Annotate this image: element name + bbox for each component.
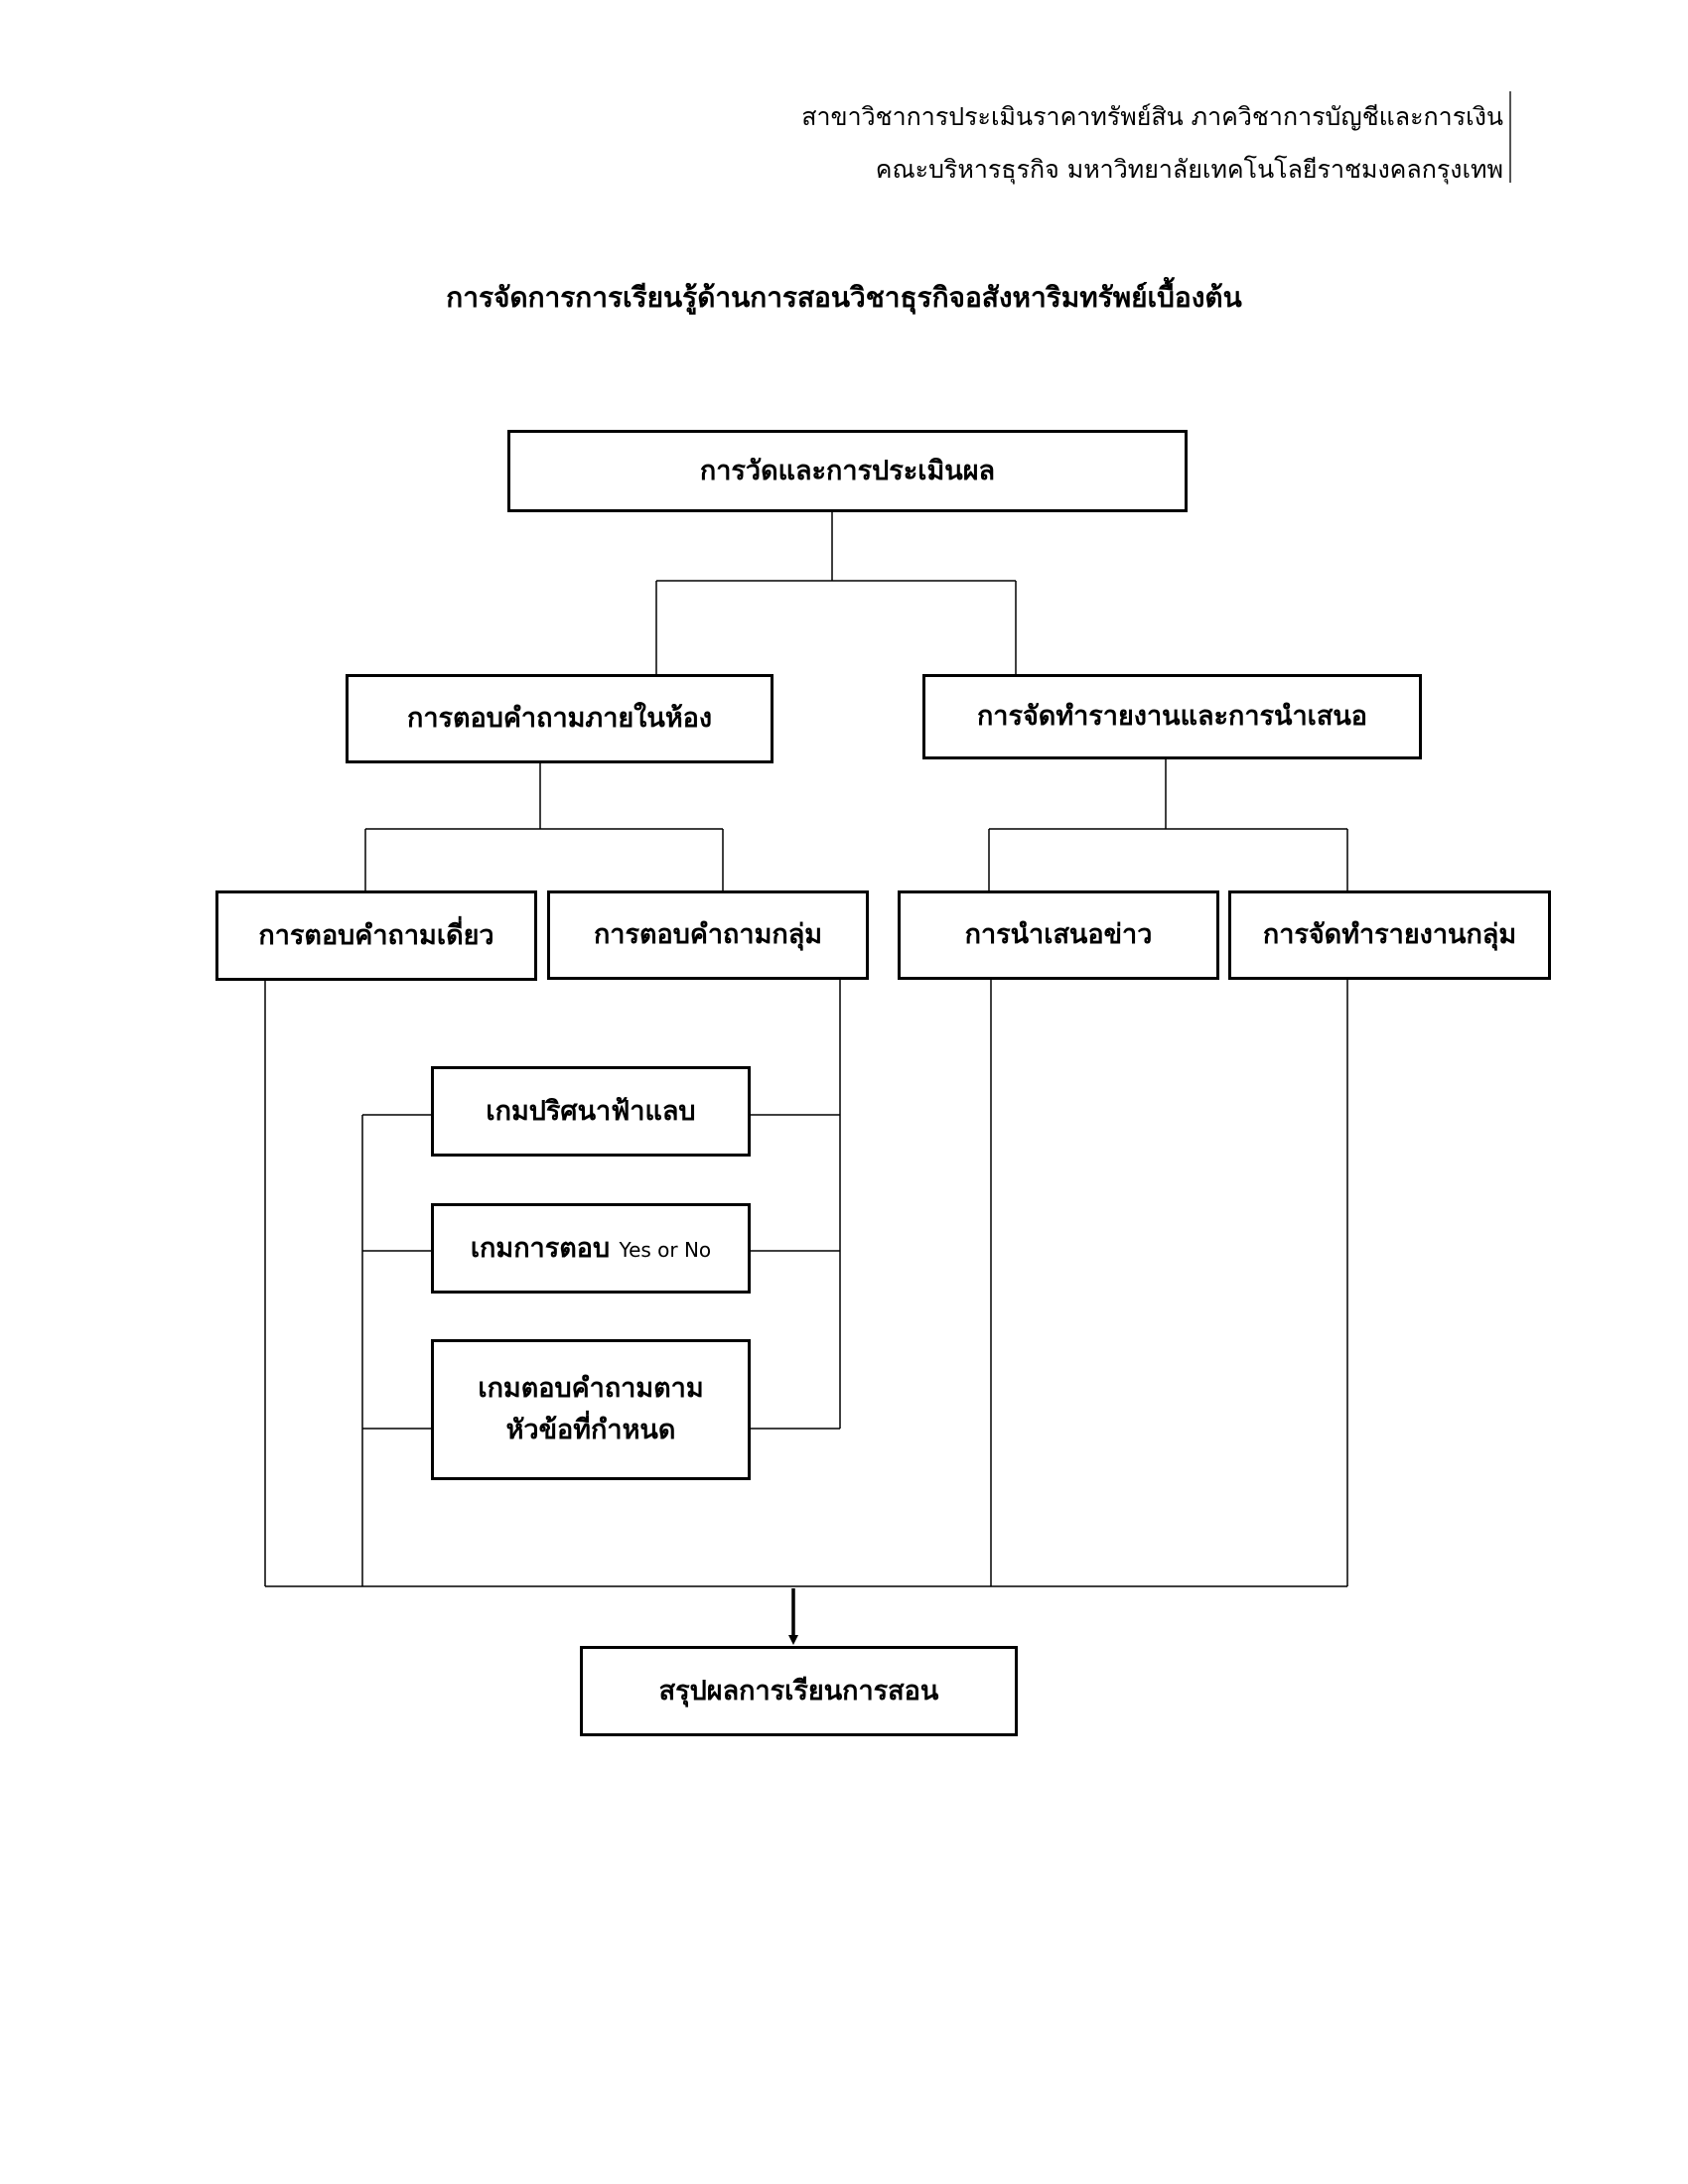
node-game-yes-or-no: เกมการตอบ Yes or No [431, 1203, 751, 1294]
node-game-topic-questions-line1: เกมตอบคำถามตาม [478, 1373, 704, 1405]
node-classroom-answers-label: การตอบคำถามภายในห้อง [406, 703, 713, 735]
node-single-answer: การตอบคำถามเดี่ยว [215, 890, 537, 981]
node-game-lightning-riddle: เกมปริศนาฟ้าแลบ [431, 1066, 751, 1157]
node-game-topic-questions: เกมตอบคำถามตาม หัวข้อที่กำหนด [431, 1339, 751, 1480]
node-measurement-evaluation: การวัดและการประเมินผล [507, 430, 1188, 512]
node-measurement-evaluation-label: การวัดและการประเมินผล [699, 455, 996, 486]
node-group-answer: การตอบคำถามกลุ่ม [547, 890, 869, 980]
node-game-yes-or-no-label: เกมการตอบ Yes or No [471, 1228, 711, 1270]
header-divider [1509, 91, 1511, 183]
node-group-report-label: การจัดทำรายงานกลุ่ม [1262, 919, 1517, 951]
header-department: สาขาวิชาการประเมินราคาทรัพย์สิน ภาควิชาก… [801, 102, 1503, 131]
node-group-answer-label: การตอบคำถามกลุ่ม [593, 919, 823, 951]
node-game-lightning-riddle-label: เกมปริศนาฟ้าแลบ [486, 1095, 696, 1127]
node-report-presentation: การจัดทำรายงานและการนำเสนอ [922, 674, 1422, 759]
node-classroom-answers: การตอบคำถามภายในห้อง [346, 674, 774, 763]
node-teaching-summary-label: สรุปผลการเรียนการสอน [658, 1675, 939, 1706]
node-report-presentation-label: การจัดทำรายงานและการนำเสนอ [976, 701, 1368, 733]
page-title: การจัดการการเรียนรู้ด้านการสอนวิชาธุรกิจ… [446, 281, 1242, 314]
node-group-report: การจัดทำรายงานกลุ่ม [1228, 890, 1551, 980]
node-game-yes-or-no-main: เกมการตอบ [470, 1232, 611, 1264]
node-game-topic-questions-line2: หัวข้อที่กำหนด [505, 1415, 676, 1445]
node-news-presentation: การนำเสนอข่าว [898, 890, 1219, 980]
node-game-topic-questions-label: เกมตอบคำถามตาม หัวข้อที่กำหนด [478, 1368, 703, 1451]
node-news-presentation-label: การนำเสนอข่าว [964, 919, 1153, 951]
node-single-answer-label: การตอบคำถามเดี่ยว [258, 919, 494, 951]
header-faculty: คณะบริหารธุรกิจ มหาวิทยาลัยเทคโนโลยีราชม… [875, 155, 1503, 184]
node-teaching-summary: สรุปผลการเรียนการสอน [580, 1646, 1018, 1736]
node-game-yes-or-no-small: Yes or No [619, 1237, 712, 1262]
